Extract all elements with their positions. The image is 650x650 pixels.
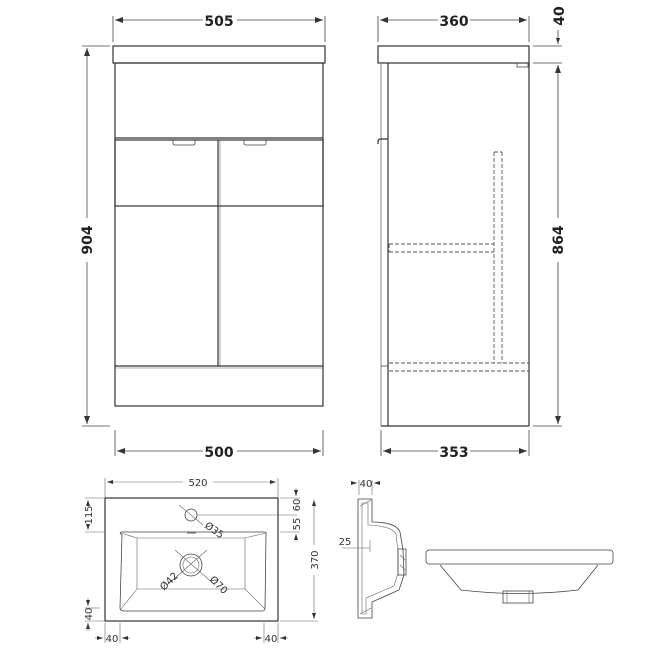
dim-cabinet-height: 864 [551, 225, 567, 254]
dim-bottom-width: 500 [204, 445, 233, 461]
dim-left-bottom-margin: 40 [84, 608, 95, 621]
side-view: 360 40 864 [377, 6, 568, 461]
dim-bottom-depth: 353 [439, 445, 468, 461]
dim-bottom-left-margin: 40 [106, 634, 119, 645]
dim-top-depth: 360 [439, 14, 468, 30]
dim-top-thickness: 40 [552, 6, 568, 26]
dim-bottom-right-margin: 40 [265, 634, 278, 645]
waste-outer-diameter: Ø70 [207, 574, 230, 597]
dim-right-mid: 55 [292, 518, 303, 531]
dim-basin-depth: 370 [310, 550, 321, 569]
basin-section-view: 40 25 [339, 479, 407, 619]
dim-tap-offset: 115 [84, 505, 95, 524]
dim-right-top: 60 [292, 499, 303, 512]
waste-inner-diameter: Ø42 [158, 570, 181, 593]
front-view: 505 904 500 [80, 14, 326, 461]
basin-plan-view: 520 Ø35 Ø42 Ø70 115 40 [84, 478, 321, 645]
section-rim-width: 40 [360, 479, 373, 490]
basin-elevation-view [425, 549, 614, 604]
section-inset: 25 [339, 537, 352, 548]
dim-basin-width: 520 [188, 478, 207, 489]
dim-top-width: 505 [204, 14, 233, 30]
dim-total-height: 904 [80, 225, 96, 254]
